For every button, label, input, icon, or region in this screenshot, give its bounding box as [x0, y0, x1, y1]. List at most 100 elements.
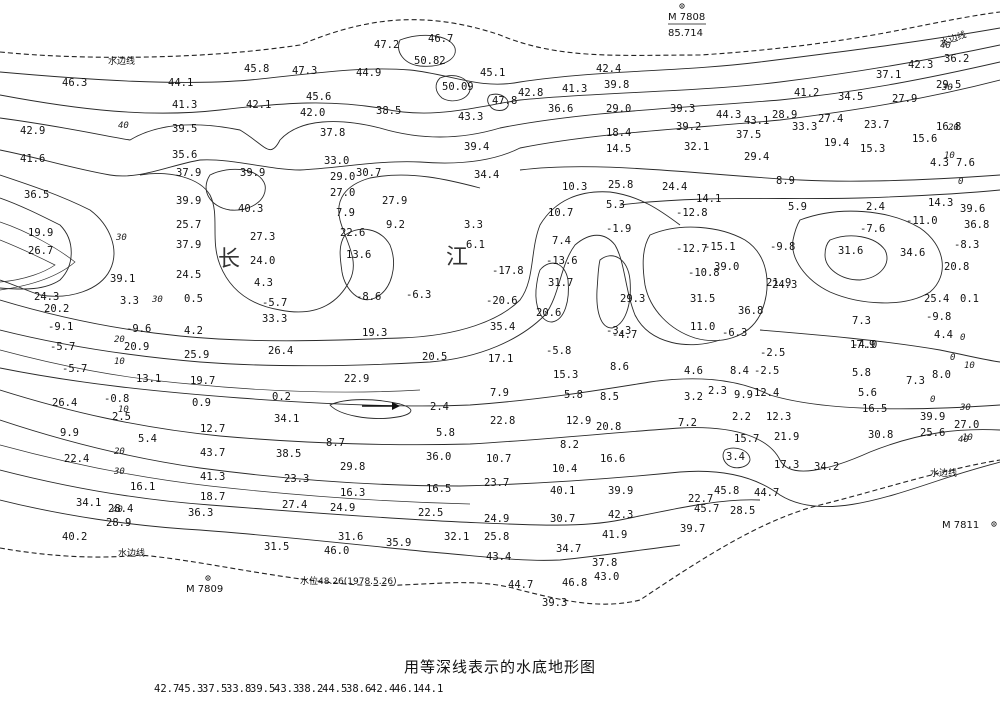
depth-sounding: 44.7: [508, 579, 533, 591]
depth-sounding: 5.6: [858, 387, 877, 399]
depth-sounding: 20.5: [422, 351, 447, 363]
depth-sounding: 41.3: [200, 471, 225, 483]
depth-sounding: 36.5: [24, 189, 49, 201]
depth-sounding: 34.4: [474, 169, 499, 181]
depth-sounding: 21.9: [774, 431, 799, 443]
svg-text:M 7808: M 7808: [668, 12, 705, 23]
depth-sounding: -11.0: [906, 215, 938, 227]
shoreline-label-bottom-left: 水边线: [118, 547, 145, 559]
depth-sounding: 4.2: [184, 325, 203, 337]
depth-sounding: 5.8: [852, 367, 871, 379]
depth-sounding: 24.9: [330, 502, 355, 514]
depth-sounding: 0.9: [192, 397, 211, 409]
depth-sounding: 24.3: [772, 279, 797, 291]
depth-sounding: -4.0: [852, 339, 877, 351]
depth-sounding: 31.5: [690, 293, 715, 305]
depth-sounding: 34.5: [838, 91, 863, 103]
depth-sounding: 38.5: [276, 448, 301, 460]
contour-value-label: 10: [944, 151, 955, 161]
depth-sounding: -2.5: [760, 347, 785, 359]
depth-sounding: 8.6: [610, 361, 629, 373]
depth-sounding: 27.3: [250, 231, 275, 243]
depth-sounding: 31.6: [838, 245, 863, 257]
depth-sounding: 28.9: [772, 109, 797, 121]
depth-sounding: 50.82: [414, 55, 446, 67]
depth-sounding: 45.8: [244, 63, 269, 75]
depth-sounding: 22.5: [418, 507, 443, 519]
depth-sounding: 19.3: [362, 327, 387, 339]
depth-sounding: 41.2: [794, 87, 819, 99]
depth-sounding: 42.0: [300, 107, 325, 119]
depth-sounding: 40.1: [550, 485, 575, 497]
depth-sounding: 42.3: [608, 509, 633, 521]
contour-lines: [0, 27, 1000, 561]
depth-sounding: 43.7: [200, 447, 225, 459]
depth-sounding: 37.8: [592, 557, 617, 569]
depth-sounding: 7.9: [490, 387, 509, 399]
river-name-char-1: 长: [218, 247, 240, 272]
depth-sounding: 39.9: [240, 167, 265, 179]
shoreline-label-right: 水边线: [930, 467, 957, 479]
depth-sounding: 4.4: [934, 329, 953, 341]
depth-sounding: 39.4: [464, 141, 489, 153]
depth-sounding: 16.1: [130, 481, 155, 493]
depth-sounding: 39.8: [604, 79, 629, 91]
depth-sounding: 25.8: [484, 531, 509, 543]
depth-sounding: 9.9: [60, 427, 79, 439]
depth-sounding: 46.7: [428, 33, 453, 45]
depth-sounding: 5.9: [788, 201, 807, 213]
depth-sounding: 32.1: [684, 141, 709, 153]
depth-sounding: 18.4: [606, 127, 631, 139]
depth-sounding: 34.1: [274, 413, 299, 425]
contour-value-label: 30: [941, 83, 953, 93]
depth-sounding: 47.2: [374, 39, 399, 51]
depth-sounding: 25.8: [608, 179, 633, 191]
depth-sounding: 12.4: [754, 387, 779, 399]
lower-shoreline: [0, 459, 1000, 605]
depth-sounding: 44.5: [322, 683, 347, 695]
depth-sounding: 22.7: [688, 493, 713, 505]
depth-sounding: 22.6: [340, 227, 365, 239]
depth-sounding: 30.7: [356, 167, 381, 179]
contour-value-label: 30: [959, 403, 971, 413]
depth-sounding: -9.8: [770, 241, 795, 253]
contour-value-label: 20: [114, 335, 125, 345]
depth-sounding: 7.3: [852, 315, 871, 327]
depth-sounding: 28.9: [106, 517, 131, 529]
depth-sounding: 43.1: [744, 115, 769, 127]
depth-sounding: 42.9: [20, 125, 45, 137]
depth-sounding: 39.3: [542, 597, 567, 609]
depth-sounding: 42.4: [596, 63, 621, 75]
depth-sounding: 41.3: [172, 99, 197, 111]
depth-sounding: 26.4: [268, 345, 293, 357]
depth-sounding: 42.8: [518, 87, 543, 99]
depth-sounding: 27.4: [818, 113, 843, 125]
depth-sounding: 24.9: [484, 513, 509, 525]
depth-sounding: 39.9: [176, 195, 201, 207]
depth-sounding: 8.0: [932, 369, 951, 381]
depth-sounding: 9.9: [734, 389, 753, 401]
depth-sounding: 14.1: [696, 193, 721, 205]
depth-sounding: 27.0: [954, 419, 979, 431]
depth-sounding: 12.9: [566, 415, 591, 427]
depth-sounding: 39.3: [670, 103, 695, 115]
depth-sounding: 36.2: [944, 53, 969, 65]
benchmark-M7808: M 7808 85.714: [668, 3, 706, 39]
depth-sounding: 45.7: [694, 503, 719, 515]
depth-sounding: 17.1: [488, 353, 513, 365]
depth-sounding: 3.3: [120, 295, 139, 307]
depth-sounding: -9.1: [48, 321, 73, 333]
contour-value-label: 30: [115, 233, 127, 243]
depth-sounding: 36.8: [964, 219, 989, 231]
depth-sounding: 40.2: [62, 531, 87, 543]
depth-sounding: 27.9: [892, 93, 917, 105]
depth-sounding: 33.3: [792, 121, 817, 133]
depth-sounding: 41.3: [562, 83, 587, 95]
depth-sounding: 43.4: [486, 551, 511, 563]
depth-sounding: -2.5: [754, 365, 779, 377]
depth-sounding: 26.7: [28, 245, 53, 257]
depth-sounding: 3.4: [726, 451, 745, 463]
contour-value-label: 30: [113, 467, 125, 477]
